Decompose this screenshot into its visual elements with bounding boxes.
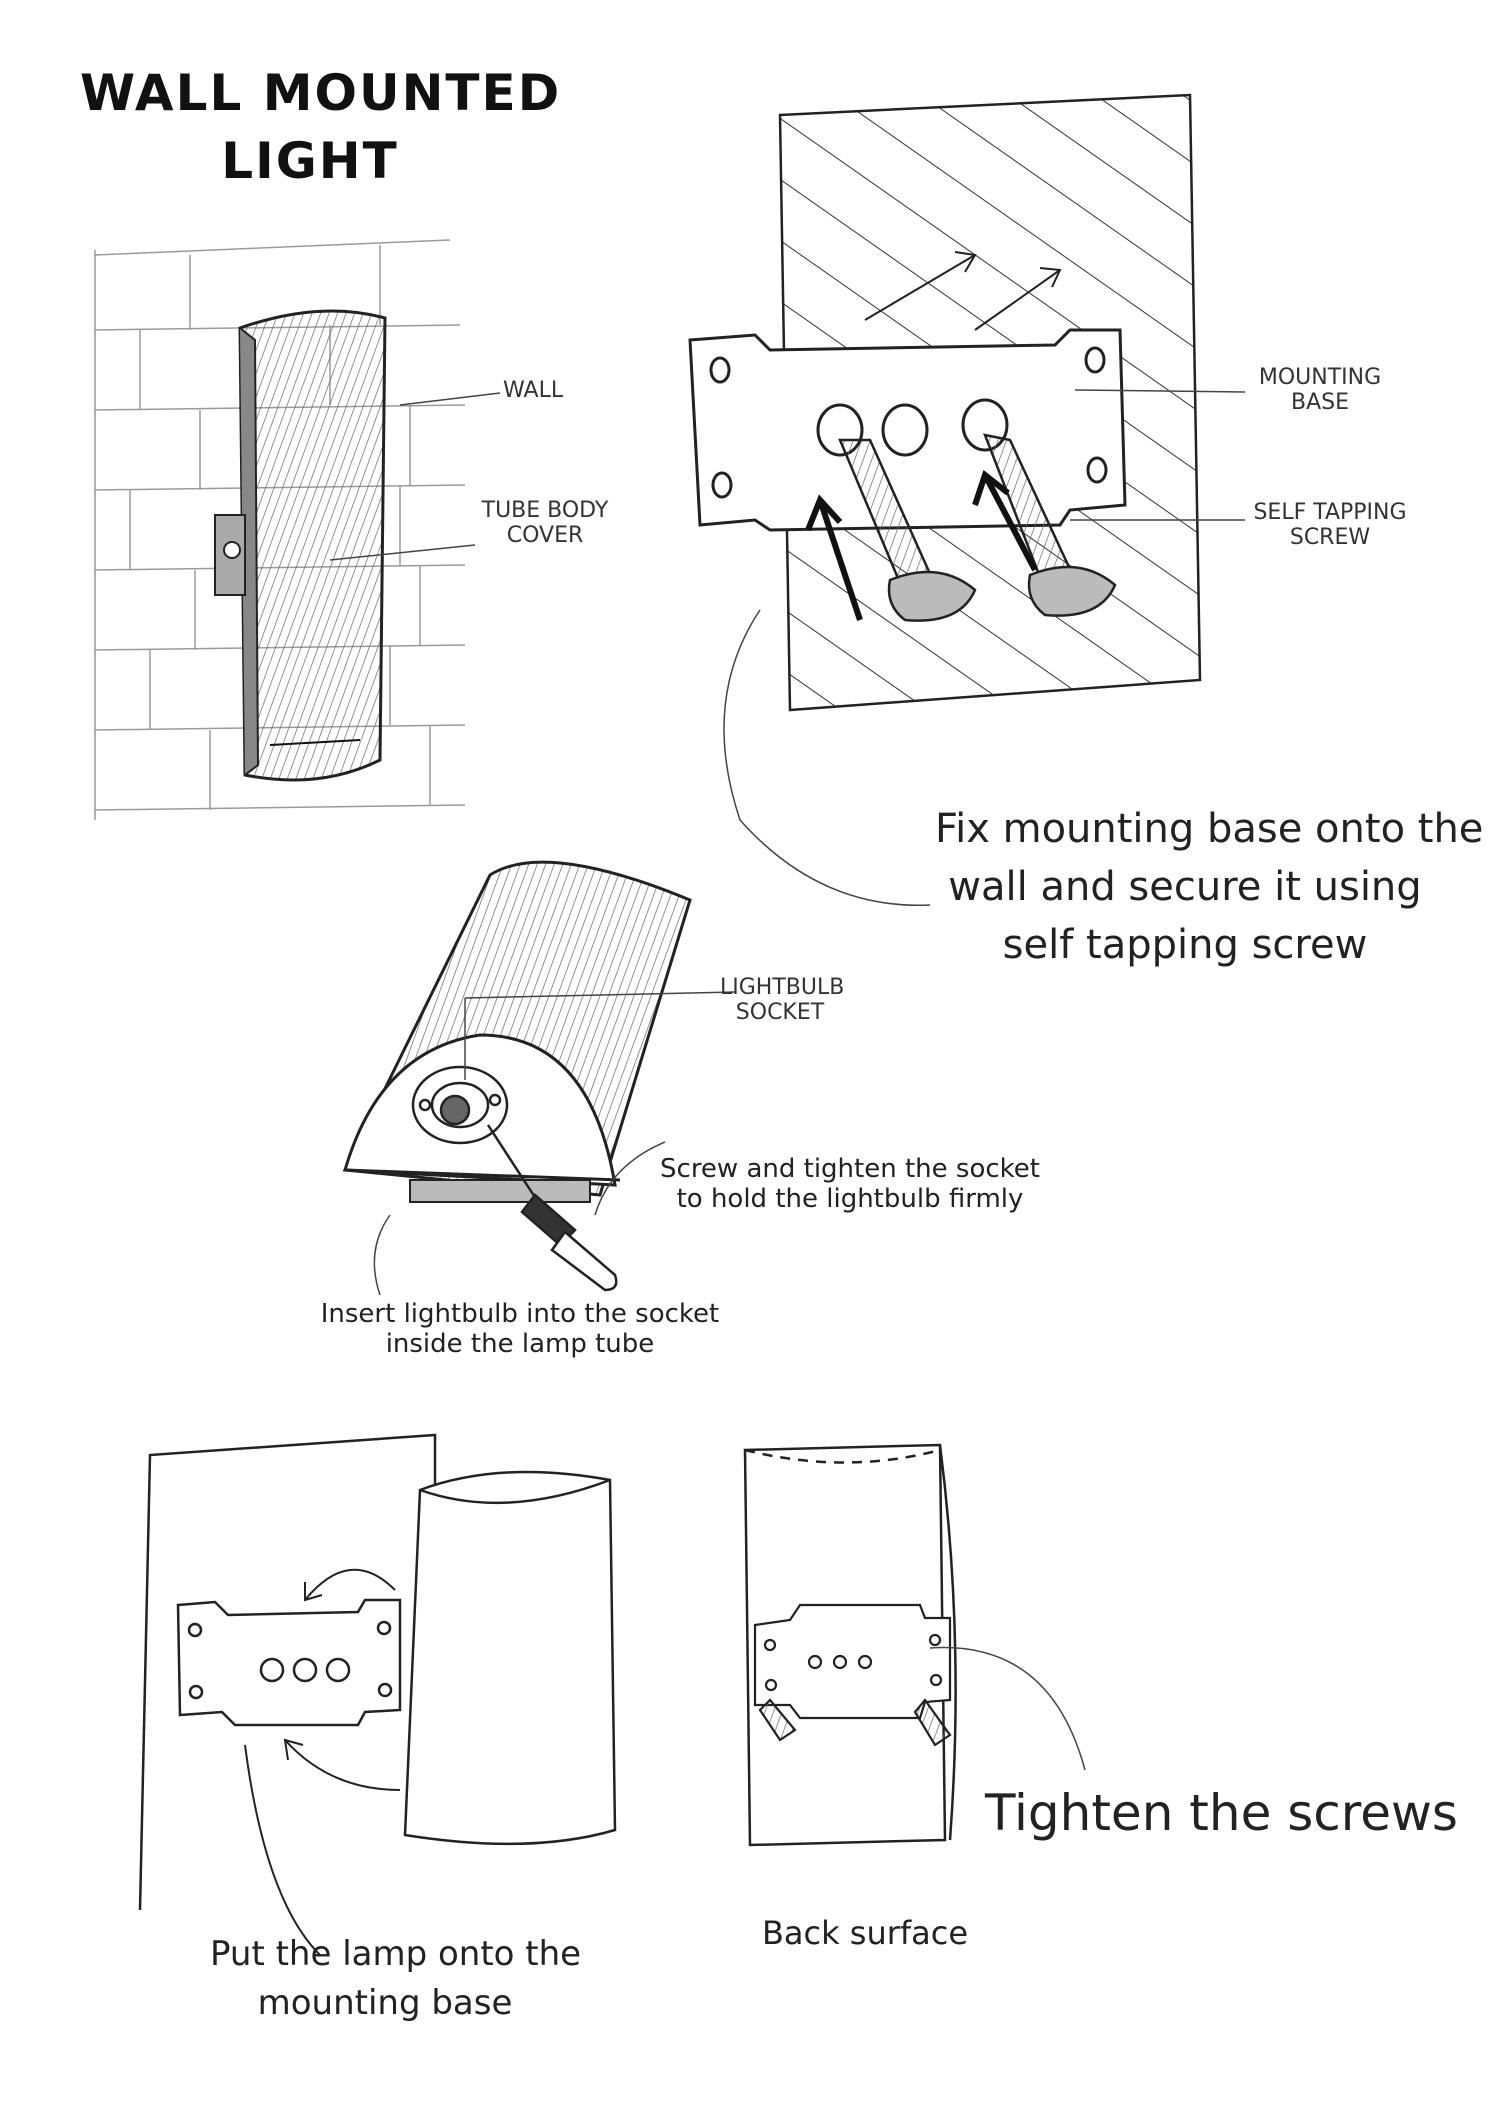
lamp-tube [342, 860, 692, 1203]
back-mounting-base [753, 1603, 952, 1747]
lightbulb-socket [411, 1065, 509, 1145]
label-mounting-base: MOUNTING BASE [1245, 365, 1395, 416]
instruction-tighten-socket: Screw and tighten the socket to hold the… [660, 1154, 1040, 1215]
page-title: WALL MOUNTED LIGHT [80, 60, 562, 195]
label-lines-fig1 [329, 392, 501, 561]
mounting-base [688, 328, 1127, 532]
label-tube-body-cover: TUBE BODY COVER [470, 498, 620, 549]
instruction-fix-base-line1: Fix mounting base onto the [935, 806, 1484, 852]
tube-light [214, 309, 387, 782]
label-tube-body-cover-line2: COVER [506, 523, 584, 549]
title-line-2: LIGHT [221, 131, 399, 190]
instruction-tighten-socket-line1: Screw and tighten the socket [660, 1154, 1040, 1184]
label-lightbulb-socket-line2: SOCKET [735, 1000, 825, 1026]
small-mounting-base [176, 1598, 402, 1727]
label-lightbulb-socket-line1: LIGHTBULB [720, 975, 845, 1000]
label-mounting-base-line2: BASE [1290, 390, 1349, 416]
label-lines-fig3 [373, 991, 736, 1296]
lamp-fig4 [403, 1470, 617, 1846]
screwdriver-icon [486, 1124, 618, 1292]
instruction-put-lamp-line2: mounting base [257, 1983, 513, 2024]
wall-panel-fig4 [138, 1433, 437, 1911]
label-mounting-base-line1: MOUNTING [1258, 365, 1382, 390]
label-self-tapping-screw-line1: SELF TAPPING [1253, 500, 1407, 525]
instruction-fix-base: Fix mounting base onto the wall and secu… [935, 800, 1484, 974]
label-lightbulb-socket: LIGHTBULB SOCKET [720, 975, 845, 1026]
instruction-fix-base-line3: self tapping screw [1002, 922, 1368, 968]
instruction-fix-base-line2: wall and secure it using [948, 864, 1422, 910]
label-lines-fig5 [929, 1646, 1086, 1771]
instruction-put-lamp-line1: Put the lamp onto the [210, 1934, 582, 1974]
label-lines-fig2 [723, 389, 1246, 906]
label-self-tapping-screw: SELF TAPPING SCREW [1245, 500, 1415, 551]
instruction-insert-bulb: Insert lightbulb into the socket inside … [310, 1299, 730, 1360]
wall-arrows [864, 251, 1062, 331]
label-wall: WALL [503, 378, 564, 403]
insert-arrows [805, 470, 1038, 621]
instruction-insert-bulb-line2: inside the lamp tube [385, 1328, 655, 1359]
place-arrows [244, 1568, 401, 1956]
instruction-tighten-screws: Tighten the screws [985, 1784, 1458, 1842]
self-tapping-screws [838, 433, 1117, 622]
instruction-insert-bulb-line1: Insert lightbulb into the socket [320, 1299, 720, 1329]
title-line-1: WALL MOUNTED [80, 64, 562, 122]
instruction-put-lamp: Put the lamp onto the mounting base [210, 1930, 582, 2029]
label-self-tapping-screw-line2: SCREW [1289, 525, 1371, 551]
label-back-surface: Back surface [761, 1914, 969, 1952]
label-tube-body-cover-line1: TUBE BODY [481, 498, 609, 523]
instruction-tighten-socket-line2: to hold the lightbulb firmly [676, 1183, 1024, 1214]
